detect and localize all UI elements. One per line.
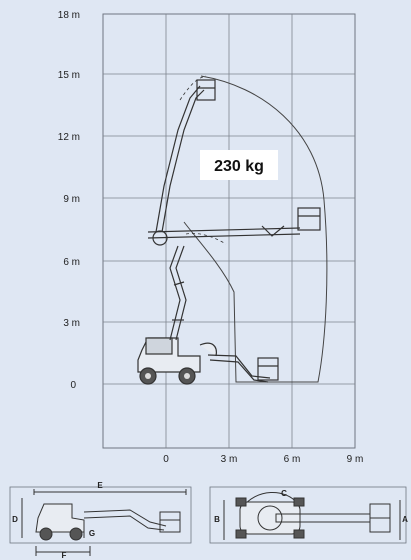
outreach-boom xyxy=(147,227,301,233)
y-tick-6m: 6 m xyxy=(63,257,80,268)
mini-platform xyxy=(159,511,181,533)
upper-boom xyxy=(155,85,201,233)
side-view-frame xyxy=(9,486,192,544)
counterweight xyxy=(199,342,217,357)
stowed-boom xyxy=(207,354,271,379)
top-chassis xyxy=(239,501,301,535)
y-tick-9m: 9 m xyxy=(63,194,80,205)
mini-chassis xyxy=(35,503,85,533)
y-tick-12m: 12 m xyxy=(58,132,80,143)
x-tick-0: 0 xyxy=(163,454,169,465)
top-view-dimensions xyxy=(209,486,407,544)
side-view-dimensions xyxy=(9,486,192,556)
working-envelope xyxy=(183,75,328,383)
dim-label-D: D xyxy=(12,515,18,524)
x-tick-3m: 3 m xyxy=(221,454,238,465)
x-tick-9m: 9 m xyxy=(347,454,364,465)
mini-rear-wheel xyxy=(39,527,53,541)
y-axis-labels: 18 m 15 m 12 m 9 m 6 m 3 m 0 xyxy=(58,10,80,391)
y-tick-3m: 3 m xyxy=(63,318,80,329)
capacity-label: 230 kg xyxy=(214,158,264,175)
dim-label-A: A xyxy=(402,515,408,524)
x-tick-6m: 6 m xyxy=(284,454,301,465)
stowed-platform xyxy=(257,357,279,381)
top-platform xyxy=(196,79,216,101)
machine-side-view xyxy=(137,75,321,385)
capacity-label-box xyxy=(200,150,278,180)
dim-label-B: B xyxy=(214,515,220,524)
outreach-platform xyxy=(297,207,321,231)
top-view-frame xyxy=(209,486,407,544)
mini-front-wheel xyxy=(69,527,83,541)
dim-label-G: G xyxy=(89,529,95,538)
top-turntable xyxy=(257,505,283,531)
dim-label-C: C xyxy=(281,489,287,498)
y-tick-18m: 18 m xyxy=(58,10,80,21)
dim-label-F: F xyxy=(62,551,67,560)
y-tick-15m: 15 m xyxy=(58,70,80,81)
x-axis-labels: 0 3 m 6 m 9 m xyxy=(163,454,363,465)
y-tick-0: 0 xyxy=(70,380,76,391)
turret xyxy=(145,337,173,355)
dim-label-E: E xyxy=(97,481,103,490)
